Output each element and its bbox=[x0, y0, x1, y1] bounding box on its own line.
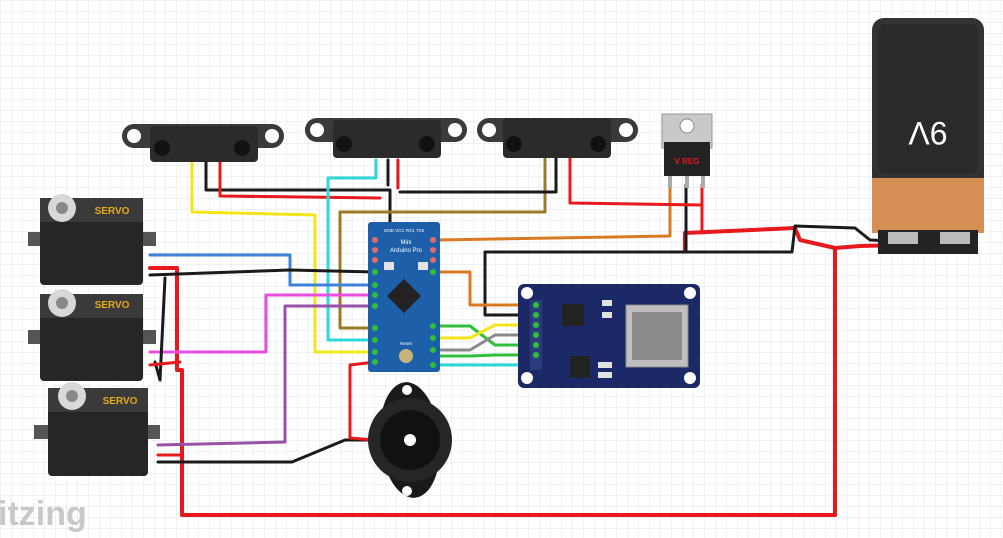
wire-green-sd-2[interactable] bbox=[436, 353, 527, 358]
wire-orange-reg[interactable] bbox=[436, 183, 672, 242]
servo-2: SERVO bbox=[28, 289, 156, 381]
battery-9v: 9V bbox=[872, 18, 984, 254]
wire-red-servo2[interactable] bbox=[148, 360, 182, 367]
wire-gray-sd[interactable] bbox=[436, 333, 527, 352]
arduino-reset-label: Reset bbox=[400, 341, 413, 346]
wire-yellow-sensor1[interactable] bbox=[190, 160, 377, 354]
wire-red-buzzer[interactable] bbox=[348, 360, 377, 442]
sd-card-module bbox=[518, 284, 700, 388]
fritzing-watermark: itzing bbox=[0, 495, 87, 533]
voltage-regulator: V REG bbox=[661, 113, 713, 188]
arduino-pin-header: GND VCC RX1 TX0 bbox=[384, 228, 425, 233]
servo-2-label: SERVO bbox=[95, 300, 130, 311]
servo-3: SERVO bbox=[34, 382, 160, 476]
servo-1-label: SERVO bbox=[95, 206, 130, 217]
servo-1: SERVO bbox=[28, 194, 156, 285]
ir-sensor-3 bbox=[477, 118, 638, 158]
wire-black-sensor3[interactable] bbox=[398, 156, 558, 194]
wire-brown-sensor3[interactable] bbox=[338, 156, 547, 330]
arduino-title-line1: Mini bbox=[400, 240, 411, 246]
wire-green-sd-1[interactable] bbox=[436, 324, 527, 347]
buzzer bbox=[368, 382, 452, 498]
wire-black-servo2[interactable] bbox=[153, 276, 167, 382]
wire-cyan-sensor2[interactable] bbox=[326, 158, 378, 342]
arduino-pro-mini: GND VCC RX1 TX0 Mini Arduino Pro Reset bbox=[368, 222, 440, 372]
wire-black-sensor1[interactable] bbox=[204, 160, 392, 224]
wire-purple-servo3[interactable] bbox=[156, 304, 377, 447]
wire-yellow-sd[interactable] bbox=[436, 323, 527, 340]
battery-label: 9V bbox=[908, 115, 948, 151]
ir-sensor-1 bbox=[122, 124, 284, 162]
regulator-label: V REG bbox=[675, 157, 700, 166]
wire-red-main-loop[interactable] bbox=[148, 246, 837, 517]
servo-3-label: SERVO bbox=[103, 396, 138, 407]
wire-black-servo1[interactable] bbox=[148, 268, 377, 277]
arduino-title-line2: Arduino Pro bbox=[390, 248, 422, 254]
wire-red-sensor3[interactable] bbox=[568, 156, 704, 207]
wires bbox=[148, 156, 967, 517]
ir-sensor-2 bbox=[305, 118, 467, 158]
wire-orange-sd[interactable] bbox=[436, 270, 527, 307]
wire-magenta-servo2[interactable] bbox=[148, 293, 377, 354]
